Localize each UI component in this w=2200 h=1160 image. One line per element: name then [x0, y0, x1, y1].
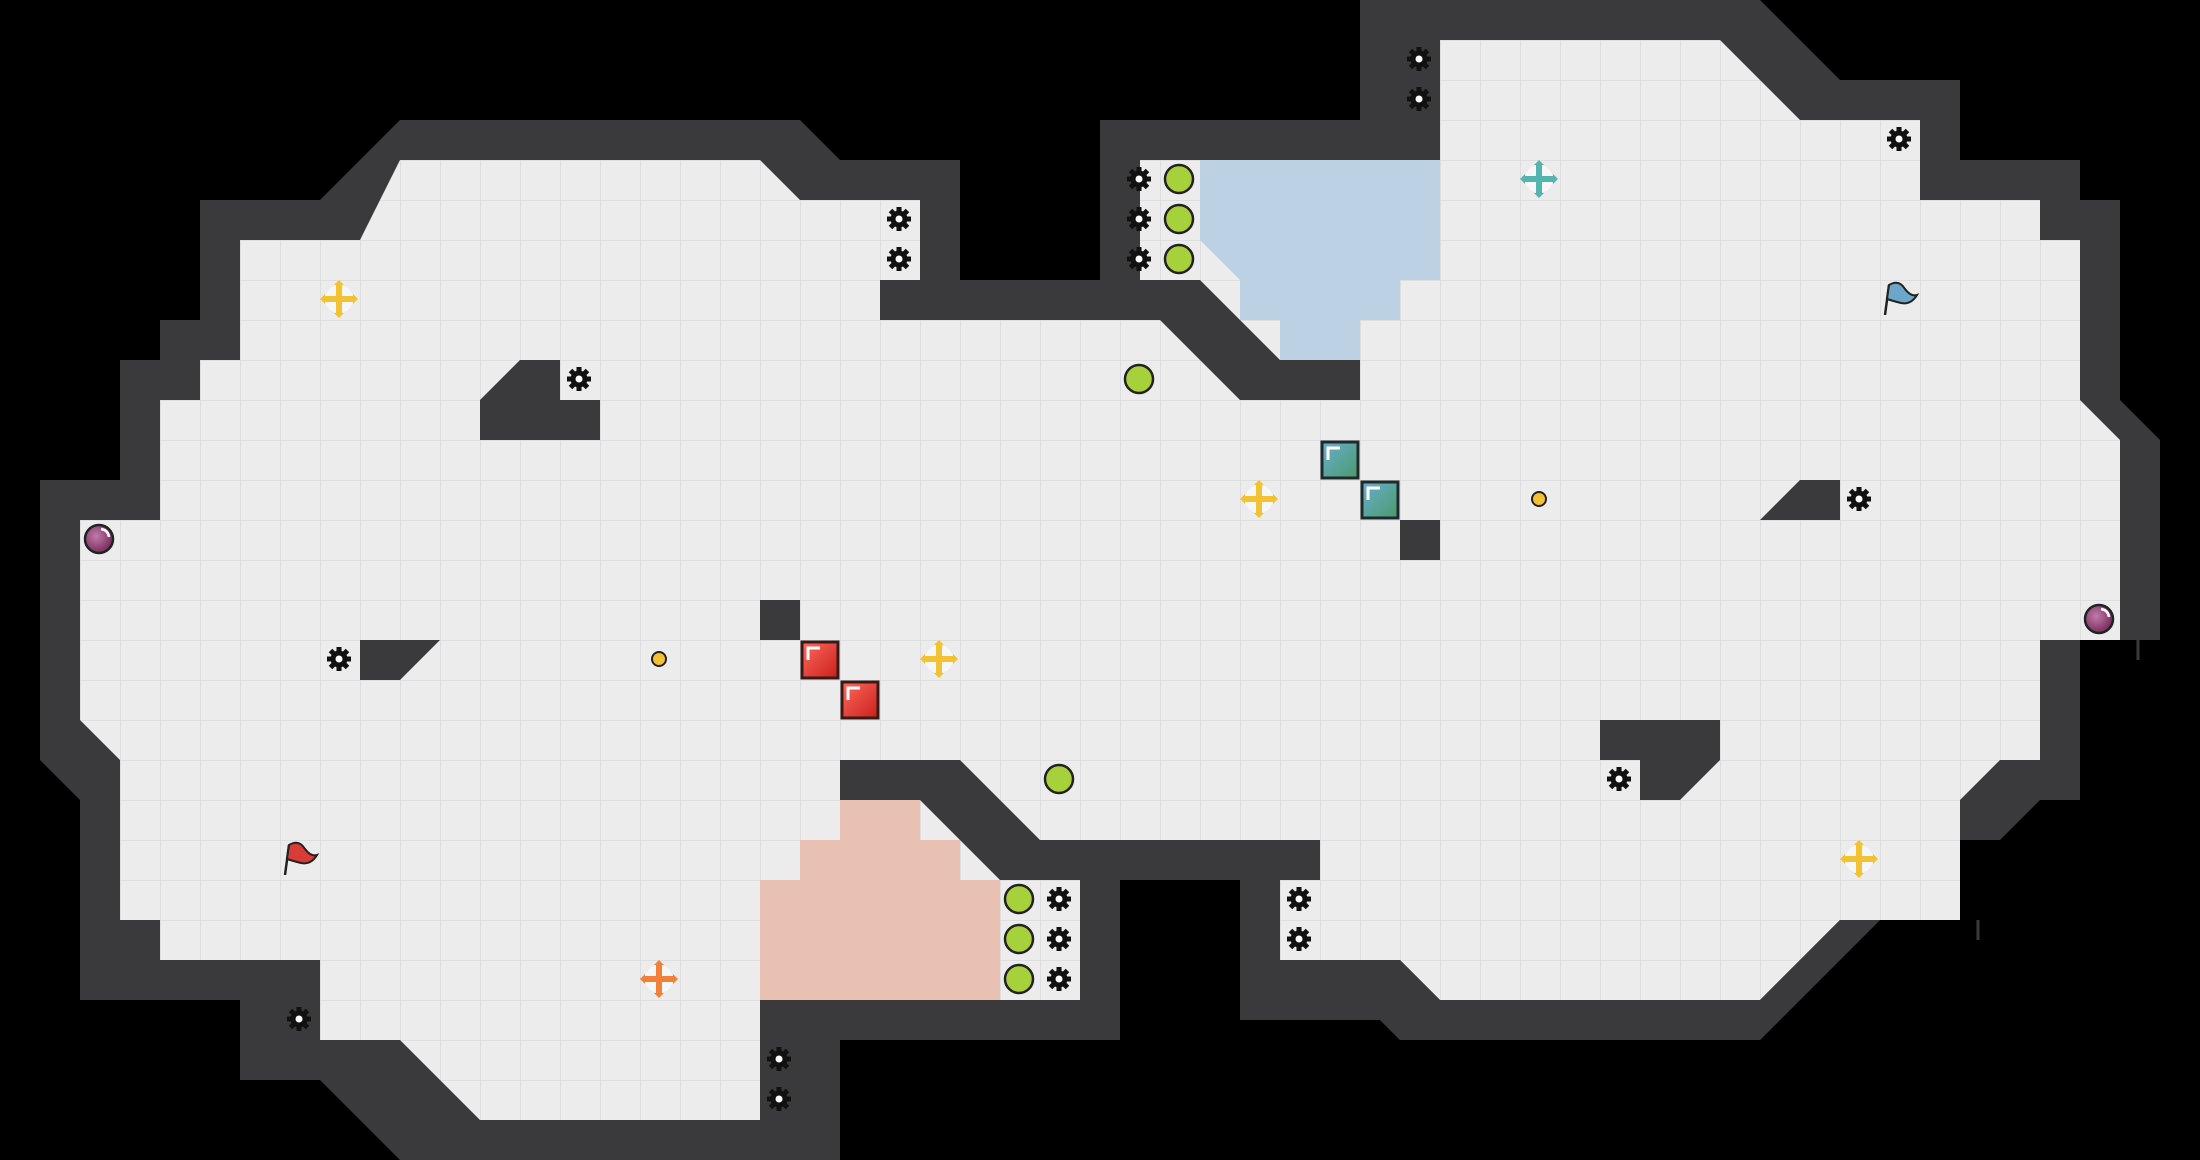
purple-orb-icon[interactable] [83, 523, 115, 555]
teal-cross-icon[interactable] [1520, 160, 1558, 198]
green-orb-icon[interactable] [1003, 923, 1035, 955]
gold-cross-icon[interactable] [320, 280, 358, 318]
blue-flag-icon[interactable] [1883, 281, 1920, 316]
gear-icon [1607, 767, 1631, 791]
gold-cross-icon[interactable] [920, 640, 958, 678]
gear-icon [1407, 47, 1431, 71]
green-orb-icon[interactable] [1043, 763, 1075, 795]
red-zone [760, 800, 1000, 1000]
orange-cross-icon[interactable] [640, 960, 678, 998]
gear-icon [1127, 207, 1151, 231]
green-orb-icon[interactable] [1163, 243, 1195, 275]
gear-icon [1287, 887, 1311, 911]
gear-icon [1047, 927, 1071, 951]
entities-layer [83, 47, 2115, 1111]
teal-blocks[interactable] [1320, 440, 1400, 520]
gold-cross-icon[interactable] [1240, 480, 1278, 518]
arena-floor [80, 40, 2120, 1120]
gear-icon [1127, 167, 1151, 191]
gear-icon [1887, 127, 1911, 151]
gear-icon [887, 207, 911, 231]
gear-icon [887, 247, 911, 271]
red-blocks[interactable] [800, 640, 880, 720]
gear-icon [1047, 967, 1071, 991]
gold-cross-icon[interactable] [1840, 840, 1878, 878]
green-orb-icon[interactable] [1123, 363, 1155, 395]
green-orb-icon[interactable] [1163, 163, 1195, 195]
green-orb-icon[interactable] [1003, 883, 1035, 915]
gold-dot-icon[interactable] [1531, 491, 1547, 507]
gear-icon [1127, 247, 1151, 271]
gear-icon [1287, 927, 1311, 951]
gear-icon [567, 367, 591, 391]
gear-icon [767, 1047, 791, 1071]
gear-icon [767, 1087, 791, 1111]
gear-icon [1847, 487, 1871, 511]
wall-notches [136, 120, 2140, 1140]
green-orb-icon[interactable] [1163, 203, 1195, 235]
gear-icon [1407, 87, 1431, 111]
gear-icon [1047, 887, 1071, 911]
gear-icon [327, 647, 351, 671]
gold-dot-icon[interactable] [651, 651, 667, 667]
red-flag-icon[interactable] [283, 841, 320, 876]
interior-walls [360, 280, 1880, 1160]
blue-zone [1200, 160, 1440, 360]
purple-orb-icon[interactable] [2083, 603, 2115, 635]
gear-icon [287, 1007, 311, 1031]
green-orb-icon[interactable] [1003, 963, 1035, 995]
